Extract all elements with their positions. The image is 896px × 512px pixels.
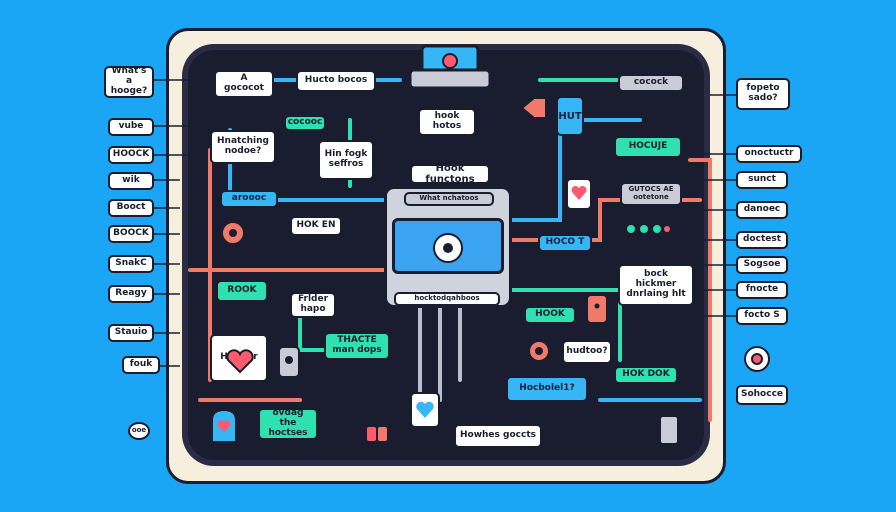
label-top-a: A gococot (214, 70, 274, 98)
right-label-1: onoctuctr (736, 145, 802, 163)
right-label-7: focto S (736, 307, 788, 325)
indicator-dots-icon (367, 427, 387, 441)
left-label-10: ooe (128, 422, 150, 440)
left-label-2: HOOCK (108, 146, 154, 164)
right-label-4: doctest (736, 231, 788, 249)
left-label-9: fouk (122, 356, 160, 374)
label-howhes: Howhes goccts (454, 424, 542, 448)
center-footer: hocktodqahboos (394, 292, 500, 306)
label-thacte: THACTE man dops (324, 332, 390, 360)
left-label-4: Booct (108, 199, 154, 217)
label-rook: ROOK (216, 280, 268, 302)
label-frlder: Frlder hapo (290, 292, 336, 318)
center-subtitle: What nchatoos (404, 192, 494, 206)
target-icon (520, 97, 547, 119)
right-label-8: Sohocce (736, 385, 788, 405)
left-label-5: BOOCK (108, 225, 154, 243)
center-title: Hook functons (410, 163, 490, 185)
label-hudtoo: hudtoo? (562, 340, 612, 364)
wire-blue-2 (510, 118, 642, 222)
target-icon (433, 233, 463, 263)
left-label-6: SnakC (108, 255, 154, 273)
label-top-right: cocock (618, 74, 684, 92)
label-hocbolel: Hocbolel1? (506, 376, 588, 402)
left-label-8: Stauio (108, 324, 154, 342)
label-hocot: HOCO T (538, 234, 592, 252)
left-label-1: vube (108, 118, 154, 136)
label-aroooc: aroooc (220, 190, 278, 208)
label-ovdag: ovdag the hoctses (258, 408, 318, 440)
label-hok-en: HOK EN (290, 216, 342, 236)
label-hut: HUT (556, 96, 584, 136)
left-label-7: Reagy (108, 285, 154, 303)
label-bock: bock hickmer dnrlaing hlt (618, 264, 694, 306)
gear-icon (221, 221, 245, 245)
label-hok-dok: HOK DOK (614, 366, 678, 384)
label-gutocs: GUTOCS AE ootetone (620, 182, 682, 206)
chip-icon (278, 346, 300, 378)
wire-red-right (688, 158, 712, 422)
label-hook: HOOK (524, 306, 576, 324)
heart-icon (226, 349, 254, 374)
right-label-6: fnocte (736, 281, 788, 299)
right-label-0: fopeto sado? (736, 78, 790, 110)
label-hook-hotos: hook hotos (418, 108, 476, 136)
left-label-0: What's a hooge? (104, 66, 154, 98)
indicator-dots-icon (627, 225, 670, 233)
robot-icon (408, 44, 492, 106)
label-hin-fogk: Hin fogk seffros (318, 140, 374, 180)
label-top-b: Hucto bocos (296, 70, 376, 92)
label-hatching: Hnatching nodoe? (210, 130, 276, 164)
chip-icon (586, 294, 608, 324)
left-label-3: wik (108, 172, 154, 190)
target-icon (744, 346, 770, 372)
gear-icon (528, 340, 550, 362)
right-label-2: sunct (736, 171, 788, 189)
heart-icon (410, 392, 440, 428)
label-hocuje: HOCUJE (614, 136, 682, 158)
label-cocooc: cocooc (284, 115, 326, 131)
chat-bubble-icon (211, 408, 237, 443)
heart-icon (566, 178, 592, 210)
right-label-3: danoec (736, 201, 788, 219)
battery-icon (659, 412, 679, 445)
right-label-5: Sogsoe (736, 256, 788, 274)
